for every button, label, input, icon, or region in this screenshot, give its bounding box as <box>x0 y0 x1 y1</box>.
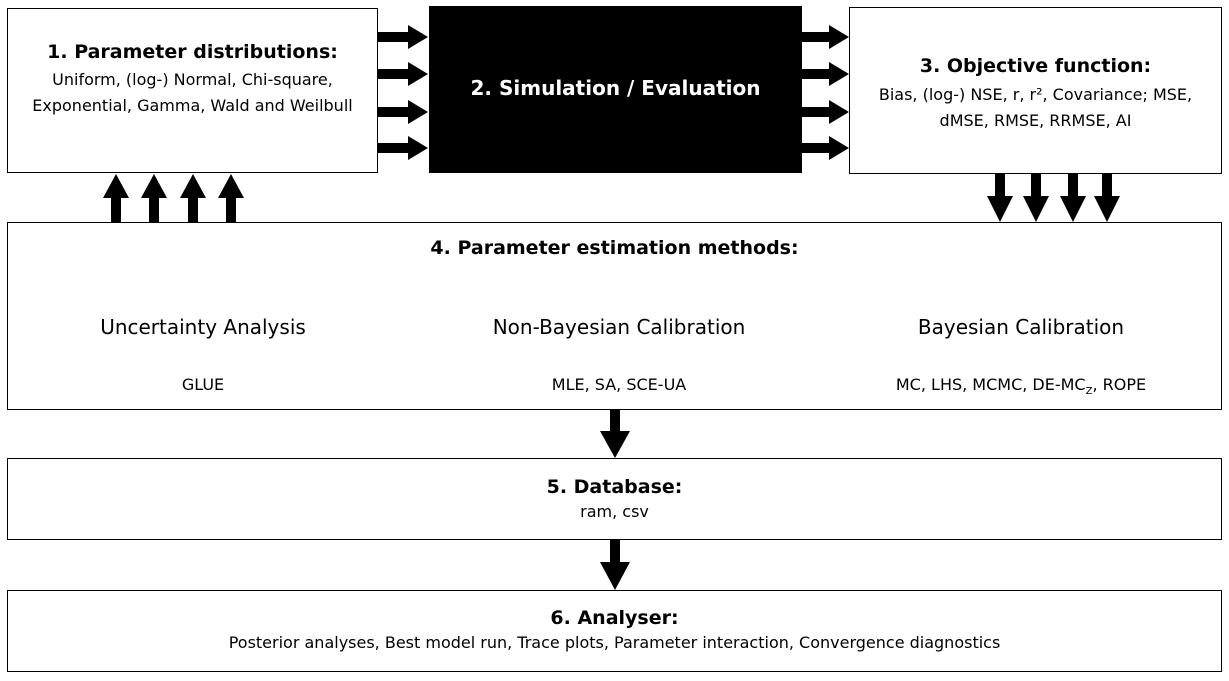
analyser-box: 6. Analyser: Posterior analyses, Best mo… <box>7 590 1222 672</box>
method-name: Non-Bayesian Calibration <box>492 315 746 339</box>
arrow-up-icon <box>218 174 244 222</box>
parameter-distributions-title: 1. Parameter distributions: <box>47 41 338 63</box>
method-name: Bayesian Calibration <box>917 315 1125 339</box>
arrow-right-icon <box>378 100 428 124</box>
arrow-right-icon <box>378 136 428 160</box>
arrow-down-icon <box>987 174 1013 222</box>
arrow-right-icon <box>802 62 849 86</box>
database-title: 5. Database: <box>546 476 683 498</box>
simulation-evaluation-title: 2. Simulation / Evaluation <box>470 76 761 100</box>
arrow-right-icon <box>378 62 428 86</box>
non-bayesian-calibration-column: Non-Bayesian Calibration MLE, SA, SCE-UA <box>456 315 782 394</box>
arrow-up-icon <box>180 174 206 222</box>
arrow-up-icon <box>103 174 129 222</box>
objective-function-title: 3. Objective function: <box>919 55 1152 77</box>
parameter-estimation-title: 4. Parameter estimation methods: <box>430 237 799 259</box>
arrow-down-icon <box>1094 174 1120 222</box>
method-algorithms: MC, LHS, MCMC, DE-MCZ, ROPE <box>844 375 1198 397</box>
analyser-features: Posterior analyses, Best model run, Trac… <box>228 633 1001 652</box>
objective-function-list: Bias, (log-) NSE, r, r², Covariance; MSE… <box>878 85 1193 130</box>
arrow-up-icon <box>141 174 167 222</box>
parameter-distributions-box: 1. Parameter distributions: Uniform, (lo… <box>7 8 378 173</box>
algorithms-subscript: Z <box>1085 386 1093 397</box>
method-algorithms: GLUE <box>181 375 225 394</box>
arrow-right-icon <box>802 136 849 160</box>
method-name: Uncertainty Analysis <box>100 315 306 339</box>
objective-function-box: 3. Objective function: Bias, (log-) NSE,… <box>849 7 1222 174</box>
parameter-estimation-box: 4. Parameter estimation methods: Uncerta… <box>7 222 1222 410</box>
database-box: 5. Database: ram, csv <box>7 458 1222 540</box>
algorithms-suffix: , ROPE <box>1092 375 1147 394</box>
arrow-down-icon <box>600 410 630 458</box>
arrow-right-icon <box>802 25 849 49</box>
bayesian-calibration-column: Bayesian Calibration MC, LHS, MCMC, DE-M… <box>844 315 1198 397</box>
analyser-title: 6. Analyser: <box>550 607 679 629</box>
arrow-down-icon <box>1060 174 1086 222</box>
parameter-distributions-list: Uniform, (log-) Normal, Chi-square, Expo… <box>32 70 353 115</box>
arrow-down-icon <box>1023 174 1049 222</box>
database-formats: ram, csv <box>580 502 649 521</box>
arrow-right-icon <box>802 100 849 124</box>
algorithms-prefix: MC, LHS, MCMC, DE-MC <box>895 375 1086 394</box>
arrow-right-icon <box>378 25 428 49</box>
simulation-evaluation-box: 2. Simulation / Evaluation <box>429 6 802 173</box>
arrow-down-icon <box>600 540 630 590</box>
uncertainty-analysis-column: Uncertainty Analysis GLUE <box>48 315 358 394</box>
method-algorithms: MLE, SA, SCE-UA <box>551 375 687 394</box>
